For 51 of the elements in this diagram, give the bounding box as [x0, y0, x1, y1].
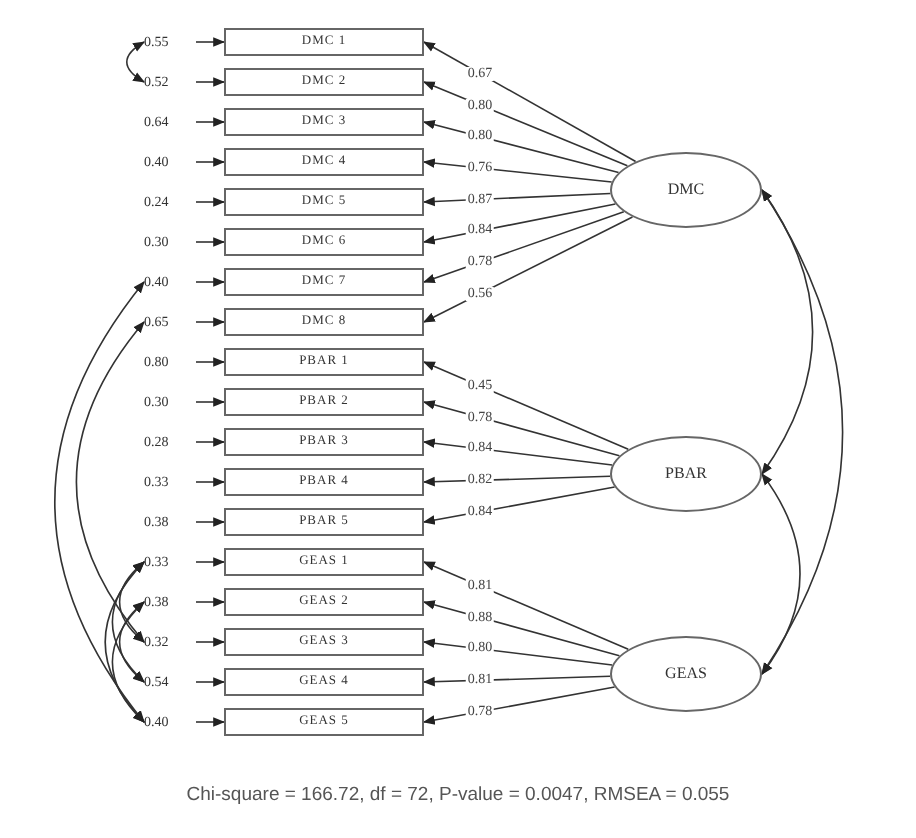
arrow — [195, 717, 226, 727]
arrow — [195, 277, 226, 287]
latent-ellipse: PBAR — [610, 436, 762, 512]
covariance-arrow — [126, 41, 145, 83]
latent-ellipse: GEAS — [610, 636, 762, 712]
loading-arrow — [422, 561, 630, 651]
loading-arrow — [422, 400, 621, 457]
loading-arrow — [422, 158, 613, 183]
loading-arrow — [422, 81, 629, 167]
arrow — [195, 677, 226, 687]
loading-arrow — [422, 686, 616, 725]
arrow — [195, 157, 226, 167]
loading-arrow — [422, 203, 617, 245]
loading-arrow — [422, 41, 637, 163]
arrow — [195, 477, 226, 487]
covariance-arrow — [118, 561, 145, 643]
loading-arrow — [422, 211, 625, 283]
loading-arrow — [422, 216, 634, 323]
loading-arrow — [422, 486, 616, 525]
arrow — [195, 357, 226, 367]
arrow — [195, 397, 226, 407]
loading-arrow — [422, 361, 630, 451]
covariance-arrow — [111, 561, 145, 683]
arrow — [195, 437, 226, 447]
loading-arrow — [422, 600, 621, 657]
covariance-arrow — [761, 189, 814, 475]
loading-arrow — [422, 675, 611, 687]
covariance-arrow — [75, 321, 145, 643]
covariance-arrow — [104, 561, 145, 723]
caption: Chi-square = 166.72, df = 72, P-value = 0.0047, RMSEA = 0.055 — [184, 784, 732, 806]
loading-arrow — [422, 438, 613, 466]
arrow — [195, 317, 226, 327]
arrow — [195, 517, 226, 527]
covariance-arrow — [118, 601, 145, 683]
arrow — [195, 197, 226, 207]
covariance-arrow — [111, 601, 145, 723]
covariance-arrow — [54, 281, 145, 723]
arrow — [195, 37, 226, 47]
arrow — [195, 557, 226, 567]
covariance-arrow — [761, 189, 844, 675]
arrow — [195, 597, 226, 607]
latent-ellipse: DMC — [610, 152, 762, 228]
loading-arrow — [422, 192, 612, 207]
loading-arrow — [422, 475, 611, 487]
arrow — [195, 237, 226, 247]
loading-arrow — [422, 638, 613, 666]
arrow — [195, 637, 226, 647]
arrow — [195, 77, 226, 87]
arrow — [195, 117, 226, 127]
covariance-arrow — [761, 473, 801, 675]
loading-arrow — [422, 120, 620, 174]
